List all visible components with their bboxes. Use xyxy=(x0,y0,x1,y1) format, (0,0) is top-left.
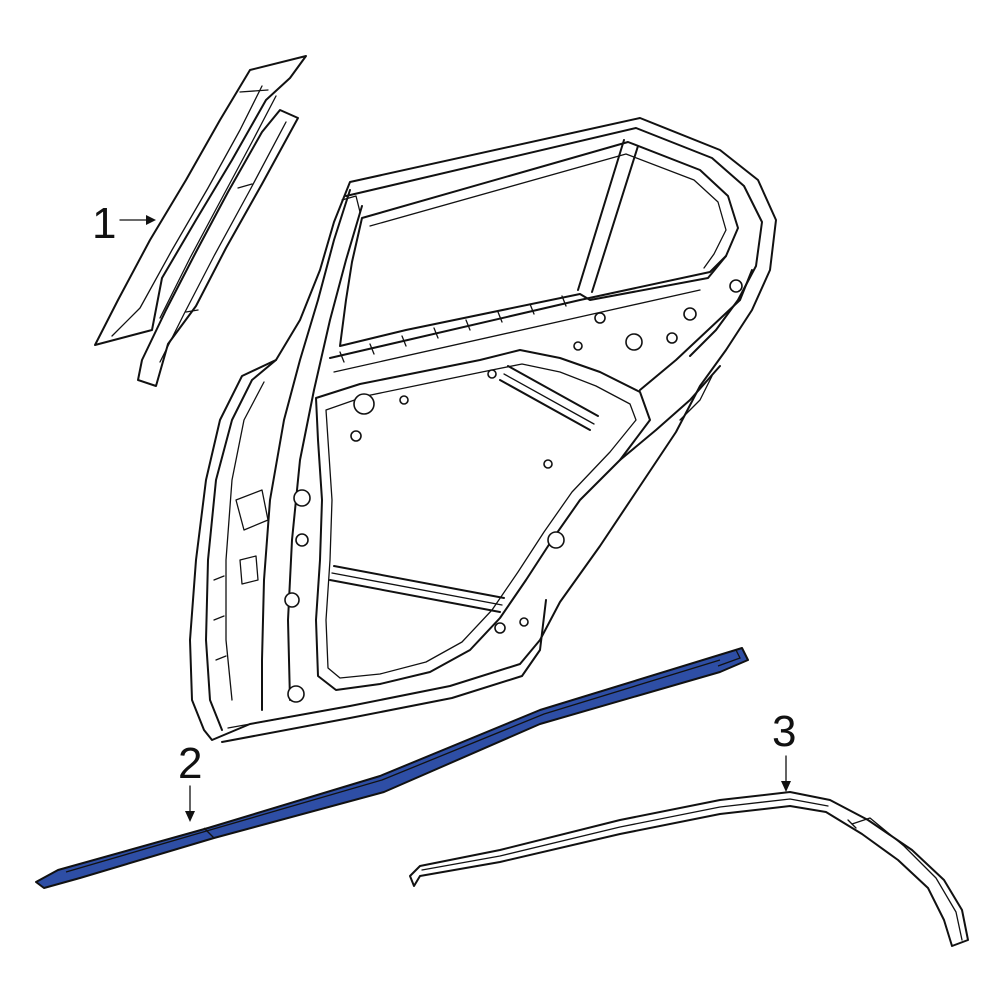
callout-3-label: 3 xyxy=(772,707,796,756)
leader-3 xyxy=(781,755,791,792)
part-3-frame-weatherstrip[interactable] xyxy=(409,791,969,947)
callout-2-label: 2 xyxy=(178,739,202,788)
leader-2 xyxy=(185,785,195,822)
callout-1-label: 1 xyxy=(92,199,116,248)
part-2-belt-weatherstrip[interactable] xyxy=(35,647,749,889)
leader-1 xyxy=(119,215,156,225)
rear-door-inner-panel xyxy=(189,117,777,743)
part-1-window-channel[interactable] xyxy=(94,55,307,387)
